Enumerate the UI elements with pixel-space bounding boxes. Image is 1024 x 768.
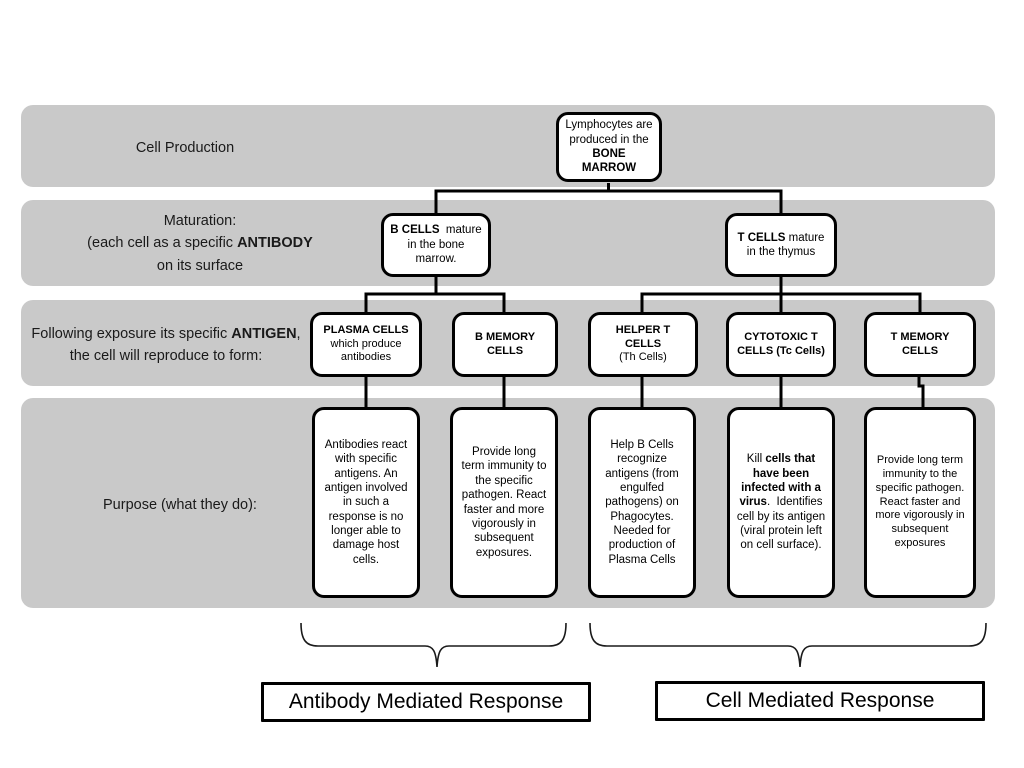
node-b-memory-cells-text: B MEMORY CELLS: [474, 330, 536, 357]
response-label: Cell Mediated Response: [705, 689, 935, 712]
row-label-line: Following exposure its specific ANTIGEN,: [31, 326, 301, 342]
node-helper-t-cells-text: HELPER T CELLS(Th Cells): [615, 323, 671, 364]
node-t-cells[interactable]: T CELLS mature in the thymus: [725, 213, 837, 277]
node-b-cells-text: B CELLS mature in the bone marrow.: [390, 224, 482, 266]
row-label-line: Cell Production: [135, 140, 235, 156]
node-b-memory-cells[interactable]: B MEMORY CELLS: [452, 312, 558, 377]
node-purpose-t-memory-text: Provide long term immunity to the specif…: [875, 454, 965, 549]
node-t-memory-cells[interactable]: T MEMORY CELLS: [864, 312, 976, 377]
response-box-cell-mediated[interactable]: Cell Mediated Response: [655, 681, 985, 721]
row-label-line: (each cell as a specific ANTIBODY: [87, 235, 313, 252]
row-label-line: the cell will reproduce to form:: [69, 348, 263, 365]
node-purpose-b-memory[interactable]: Provide long term immunity to the specif…: [450, 407, 558, 598]
node-purpose-cytotoxic-t-text: Kill cells that have been infected with …: [736, 453, 826, 552]
node-purpose-helper-t-text: Help B Cells recognize antigens (from en…: [605, 438, 679, 566]
row-label-line: on its surface: [156, 257, 244, 274]
node-purpose-plasma[interactable]: Antibodies react with specific antigens.…: [312, 407, 420, 598]
brace-cell-mediated: [589, 622, 987, 668]
row-label-cell-production: Cell Production: [60, 137, 310, 159]
row-label-line: Purpose (what they do):: [103, 497, 257, 513]
node-t-cells-text: T CELLS mature in the thymus: [737, 231, 825, 258]
response-box-antibody-mediated[interactable]: Antibody Mediated Response: [261, 682, 591, 722]
response-label: Antibody Mediated Response: [288, 690, 564, 713]
node-purpose-plasma-text: Antibodies react with specific antigens.…: [324, 438, 408, 566]
node-t-memory-cells-text: T MEMORY CELLS: [890, 330, 950, 357]
node-purpose-b-memory-text: Provide long term immunity to the specif…: [461, 446, 547, 559]
row-label-exposure: Following exposure its specific ANTIGEN,…: [24, 323, 308, 368]
row-label-purpose: Purpose (what they do):: [55, 494, 305, 516]
row-label-maturation: Maturation: (each cell as a specific ANT…: [40, 210, 360, 277]
node-purpose-helper-t[interactable]: Help B Cells recognize antigens (from en…: [588, 407, 696, 598]
node-purpose-t-memory[interactable]: Provide long term immunity to the specif…: [864, 407, 976, 598]
band-cell-production: [21, 105, 995, 187]
node-helper-t-cells[interactable]: HELPER T CELLS(Th Cells): [588, 312, 698, 377]
row-label-line: Maturation:: [163, 213, 237, 229]
node-b-cells[interactable]: B CELLS mature in the bone marrow.: [381, 213, 491, 277]
node-purpose-cytotoxic-t[interactable]: Kill cells that have been infected with …: [727, 407, 835, 598]
brace-antibody-mediated: [300, 622, 567, 668]
